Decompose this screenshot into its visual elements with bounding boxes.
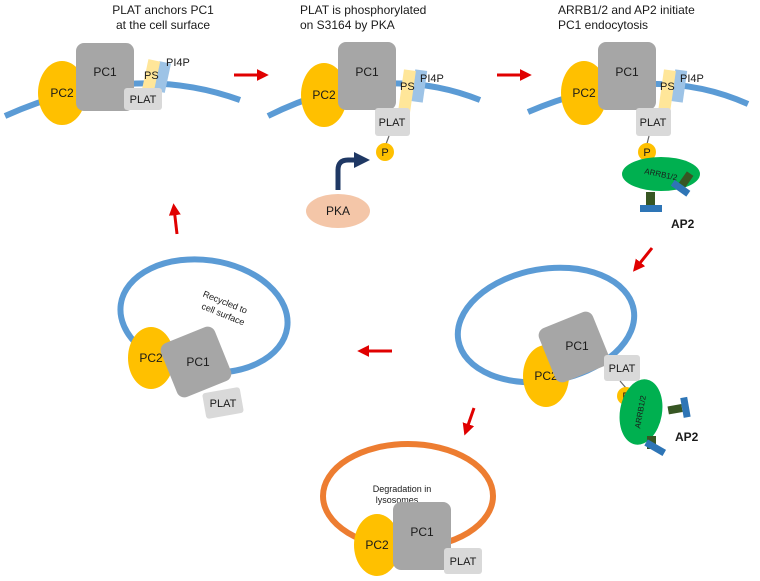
panel-4-endosome: PC2 PC1 PLAT P ARRB1/2 AP2 xyxy=(454,264,699,456)
caption-step3-line1: ARRB1/2 and AP2 initiate xyxy=(558,3,695,17)
plat-domain xyxy=(604,355,640,381)
plat-domain xyxy=(444,548,482,574)
ps-lipid xyxy=(658,69,676,113)
pi4p-lipid xyxy=(153,61,171,93)
ap2-stem xyxy=(667,404,683,415)
flow-arrow-5-to-1 xyxy=(168,203,181,235)
panel-3-endocytosis-initiation: PC2 PC1 PS PI4P PLAT P ARRB1/2 AP2 xyxy=(526,42,750,231)
panel-1-plat-anchors: PC2 PC1 PS PI4P PLAT xyxy=(3,43,242,125)
ps-label: PS xyxy=(144,70,159,82)
plat-domain xyxy=(636,108,671,136)
pc1-protein xyxy=(76,43,134,111)
plat-label: PLAT xyxy=(450,556,477,568)
ps-label: PS xyxy=(660,81,675,93)
ps-lipid xyxy=(141,59,161,93)
pc2-label: PC2 xyxy=(139,351,163,365)
pc2-protein xyxy=(354,514,400,576)
pc1-label: PC1 xyxy=(615,65,639,79)
panel-6-degradation: Degradation in lysosomes PC2 PC1 PLAT xyxy=(320,441,496,576)
phosphate-label: P xyxy=(381,147,388,159)
panel-2-phosphorylation: PC2 PC1 PS PI4P PLAT P PKA xyxy=(266,42,482,228)
caption-step2-line2: on S3164 by PKA xyxy=(300,18,395,32)
ap2-head xyxy=(680,396,691,418)
pc1-label: PC1 xyxy=(93,65,117,79)
ap2-complex-b xyxy=(640,192,662,212)
ap2-head xyxy=(640,205,662,212)
phospho-link xyxy=(646,135,650,145)
pc1-protein xyxy=(160,326,232,398)
plat-domain xyxy=(202,387,244,419)
pc1-label: PC1 xyxy=(355,65,379,79)
ap2-label: AP2 xyxy=(671,217,695,231)
phospho-link xyxy=(619,380,627,389)
pc1-protein xyxy=(393,502,451,570)
pi4p-label: PI4P xyxy=(680,73,704,85)
ps-label: PS xyxy=(400,81,415,93)
pc2-label: PC2 xyxy=(572,86,596,100)
ap2-complex-b xyxy=(644,436,667,456)
caption-step2-line1: PLAT is phosphorylated xyxy=(300,3,426,17)
caption-step1-line1: PLAT anchors PC1 xyxy=(112,3,214,17)
ps-lipid xyxy=(398,69,416,113)
flow-arrow-4-to-6 xyxy=(462,407,476,436)
pc2-protein xyxy=(561,61,607,125)
plat-label: PLAT xyxy=(210,398,237,410)
ap2-head xyxy=(670,179,691,197)
plat-domain xyxy=(375,108,410,136)
pc2-protein xyxy=(128,327,174,389)
phosphate-group xyxy=(376,143,394,161)
flow-arrow-3-to-4 xyxy=(633,247,654,272)
pka-label: PKA xyxy=(326,204,350,218)
phosphate-label: P xyxy=(643,147,650,159)
ap2-complex-a xyxy=(670,171,694,197)
pc1-protein xyxy=(338,42,396,110)
caption-step1-line2: at the cell surface xyxy=(116,18,210,32)
arrb-adaptor xyxy=(619,379,663,445)
pc1-label: PC1 xyxy=(186,355,210,369)
pc2-label: PC2 xyxy=(50,86,74,100)
pka-kinase xyxy=(306,194,370,228)
degradation-note-line2: lysosomes xyxy=(376,495,419,505)
pc1-label: PC1 xyxy=(410,525,434,539)
ap2-head xyxy=(644,439,667,456)
phosphate-group xyxy=(638,143,656,161)
pc2-protein xyxy=(301,63,347,127)
ap2-complex-a xyxy=(667,396,691,418)
pka-arrow xyxy=(335,151,371,190)
pc1-label: PC1 xyxy=(565,339,589,353)
plat-label: PLAT xyxy=(379,117,406,129)
ap2-label: AP2 xyxy=(675,430,699,444)
pi4p-label: PI4P xyxy=(166,57,190,69)
pc2-label: PC2 xyxy=(365,538,389,552)
pi4p-label: PI4P xyxy=(420,73,444,85)
pc1-protein xyxy=(598,42,656,110)
pc1-protein xyxy=(538,311,610,383)
ap2-stem xyxy=(678,171,694,188)
plat-label: PLAT xyxy=(609,363,636,375)
pc2-protein xyxy=(38,61,86,125)
phospho-link xyxy=(385,135,390,145)
pc2-label: PC2 xyxy=(534,369,558,383)
plat-label: PLAT xyxy=(130,94,157,106)
caption-step3-line2: PC1 endocytosis xyxy=(558,18,648,32)
degradation-note-line1: Degradation in xyxy=(373,484,432,494)
plat-domain xyxy=(124,88,162,110)
pc2-label: PC2 xyxy=(312,88,336,102)
ap2-stem xyxy=(646,192,655,207)
plat-label: PLAT xyxy=(640,117,667,129)
panel-5-recycling: Recycled to cell surface PC2 PC1 PLAT xyxy=(117,256,291,419)
